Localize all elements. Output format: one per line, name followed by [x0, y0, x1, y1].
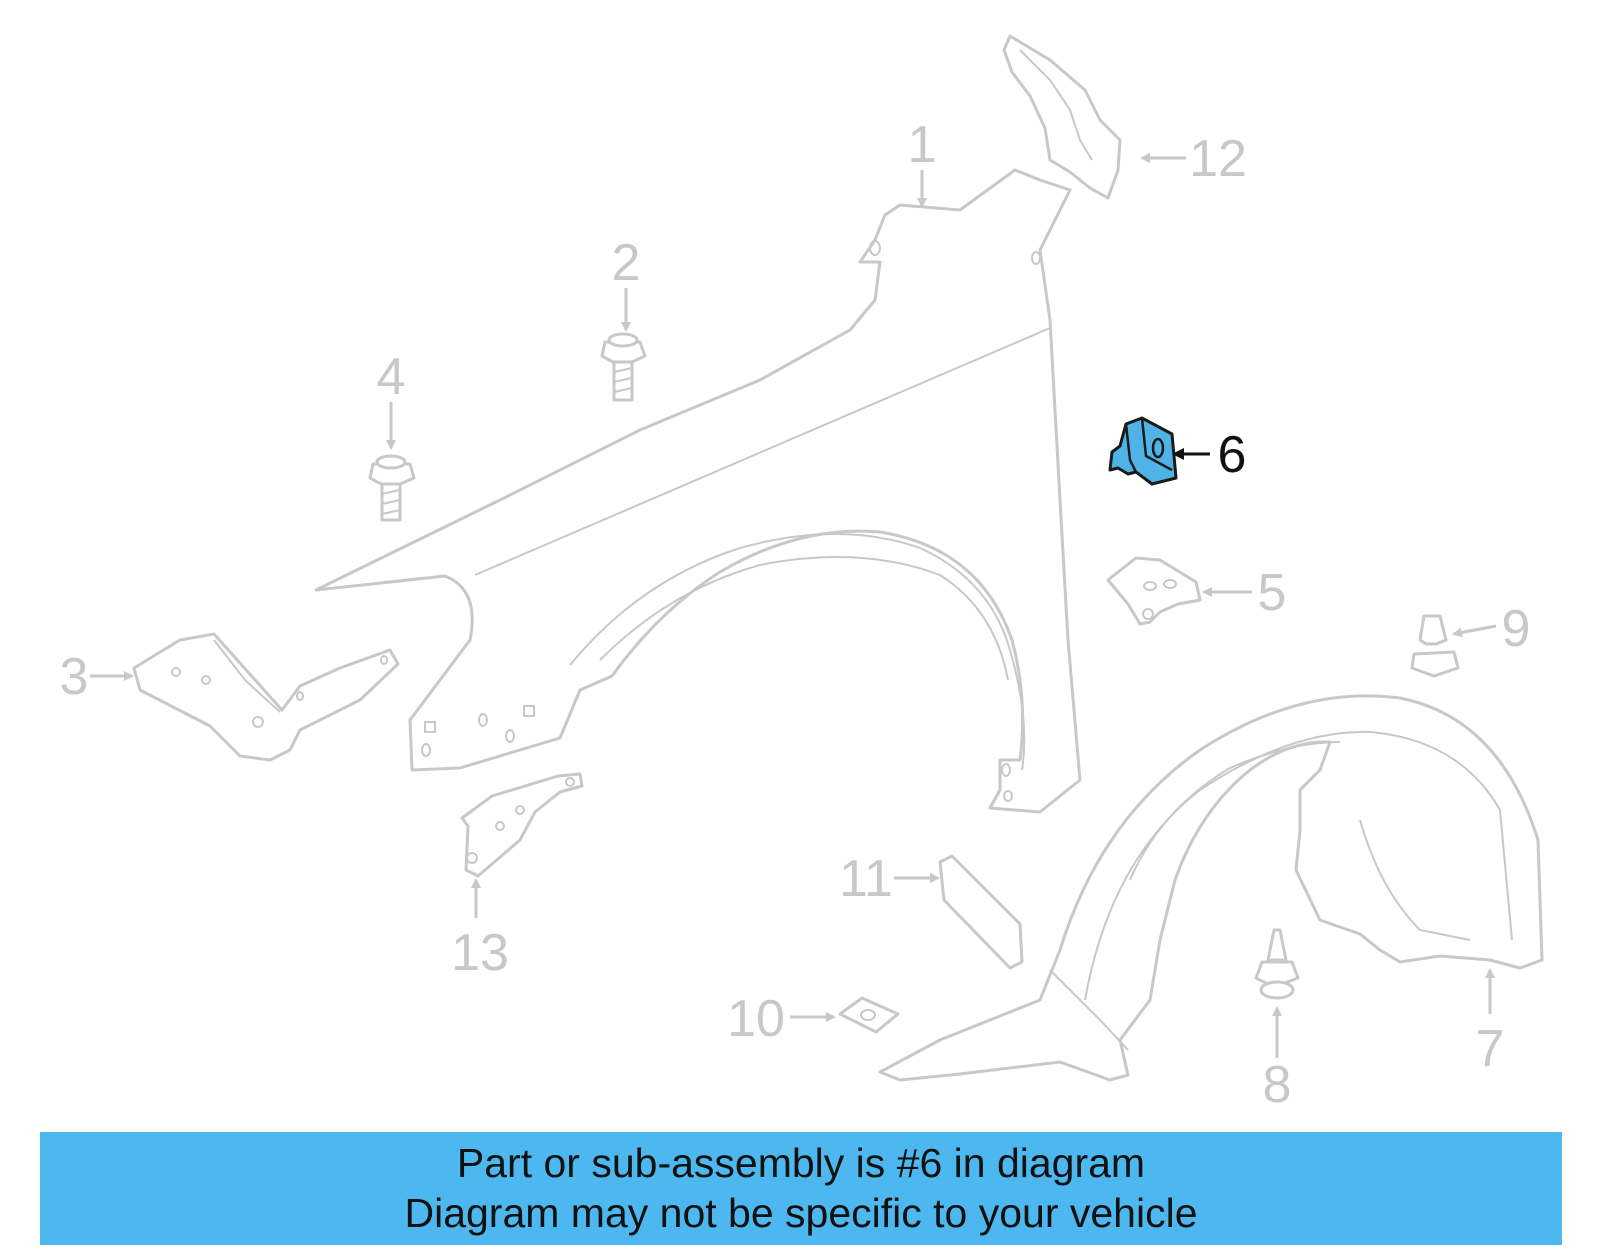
info-banner: Part or sub-assembly is #6 in diagram Di…: [40, 1132, 1562, 1245]
callout-13: 13: [451, 924, 509, 982]
banner-line-disclaimer: Diagram may not be specific to your vehi…: [404, 1190, 1198, 1236]
callout-8: 8: [1263, 1056, 1292, 1114]
part-11-pad: [938, 854, 1024, 970]
arrow-9: [1452, 624, 1497, 638]
part-7-fender-liner: [878, 694, 1544, 1082]
callout-7: 7: [1476, 1020, 1505, 1078]
part-9-clip: [1410, 614, 1460, 678]
part-3-front-bracket: [132, 632, 400, 762]
callout-9: 9: [1502, 600, 1531, 658]
part-2-bolt: [600, 332, 647, 402]
callout-11: 11: [839, 850, 893, 908]
part-10-nut-clip: [838, 996, 900, 1034]
callout-4: 4: [377, 348, 406, 406]
parts-diagram: 1 2 3 4 5 6 7 8 9 10 11 12 13: [60, 34, 1544, 1114]
callout-1: 1: [908, 116, 937, 174]
part-1-fender-panel: [314, 168, 1082, 814]
callout-labels: 1 2 3 4 5 6 7 8 9 10 11 12 13: [60, 116, 1531, 1114]
part-8-screw: [1254, 928, 1300, 1000]
callout-3: 3: [60, 648, 89, 706]
callout-12: 12: [1189, 130, 1247, 188]
callout-2: 2: [612, 234, 641, 292]
part-6-highlighted-bracket: [1108, 416, 1178, 486]
callout-10: 10: [727, 990, 785, 1048]
callout-arrows: [90, 153, 1497, 1058]
part-12-fender-extension: [1002, 34, 1122, 200]
callout-5: 5: [1258, 564, 1287, 622]
banner-line-part-number: Part or sub-assembly is #6 in diagram: [456, 1140, 1146, 1186]
part-13-lower-bracket: [460, 772, 584, 878]
callout-6: 6: [1218, 426, 1247, 484]
part-5-bracket: [1106, 556, 1202, 626]
part-4-bolt: [368, 454, 416, 522]
